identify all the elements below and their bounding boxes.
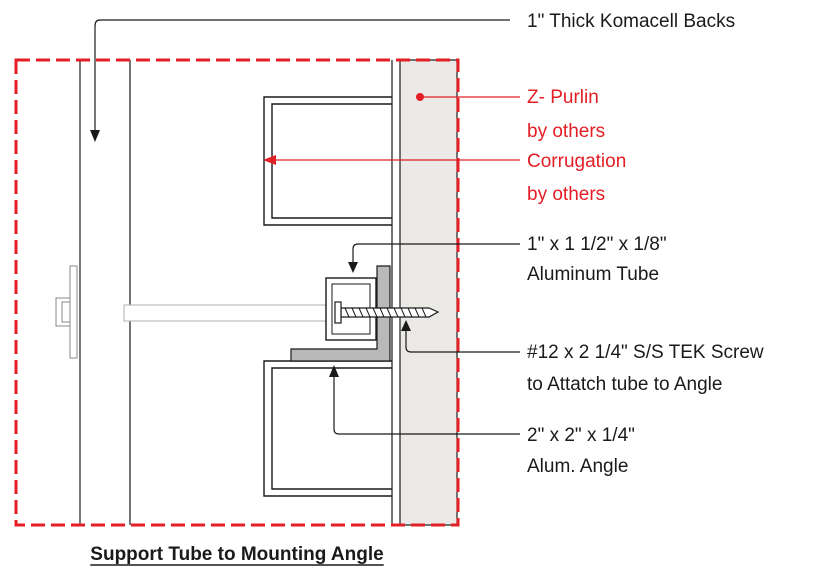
label-angle-2: Alum. Angle — [527, 456, 628, 477]
arrowhead-screw — [401, 320, 411, 331]
arrowhead-komacell — [90, 130, 100, 142]
label-angle-1: 2" x 2" x 1/4" — [527, 425, 635, 446]
arrowhead-angle — [329, 365, 339, 377]
leader-tube — [352, 243, 520, 262]
arrowhead-corrugation — [263, 155, 276, 165]
leader-komacell — [94, 19, 510, 130]
label-tube-2: Aluminum Tube — [527, 264, 659, 285]
leader-angle — [333, 376, 520, 435]
label-corrugation-2: by others — [527, 184, 605, 205]
dot-purlin — [416, 93, 424, 101]
label-corrugation-1: Corrugation — [527, 151, 626, 172]
purlin-backing-panel — [399, 59, 458, 526]
bolt-shaft — [123, 304, 335, 322]
label-tube-1: 1" x 1 1/2" x 1/8" — [527, 234, 667, 255]
corrugation-lower — [263, 360, 392, 497]
label-screw-1: #12 x 2 1/4" S/S TEK Screw — [527, 342, 764, 363]
tek-screw-thread — [344, 307, 427, 318]
diagram-title: Support Tube to Mounting Angle — [90, 544, 383, 565]
label-purlin-2: by others — [527, 121, 605, 142]
bolt-nut — [61, 301, 71, 323]
corrugation-upper — [263, 96, 392, 226]
label-screw-2: to Attatch tube to Angle — [527, 374, 722, 395]
leader-screw — [405, 330, 520, 353]
label-komacell: 1" Thick Komacell Backs — [527, 11, 735, 32]
aluminum-angle — [290, 265, 391, 362]
detail-boundary — [14, 58, 460, 527]
label-purlin-1: Z- Purlin — [527, 87, 599, 108]
tek-screw-head — [334, 301, 342, 324]
washer-plate — [69, 265, 78, 359]
arrowhead-tube — [348, 262, 358, 273]
